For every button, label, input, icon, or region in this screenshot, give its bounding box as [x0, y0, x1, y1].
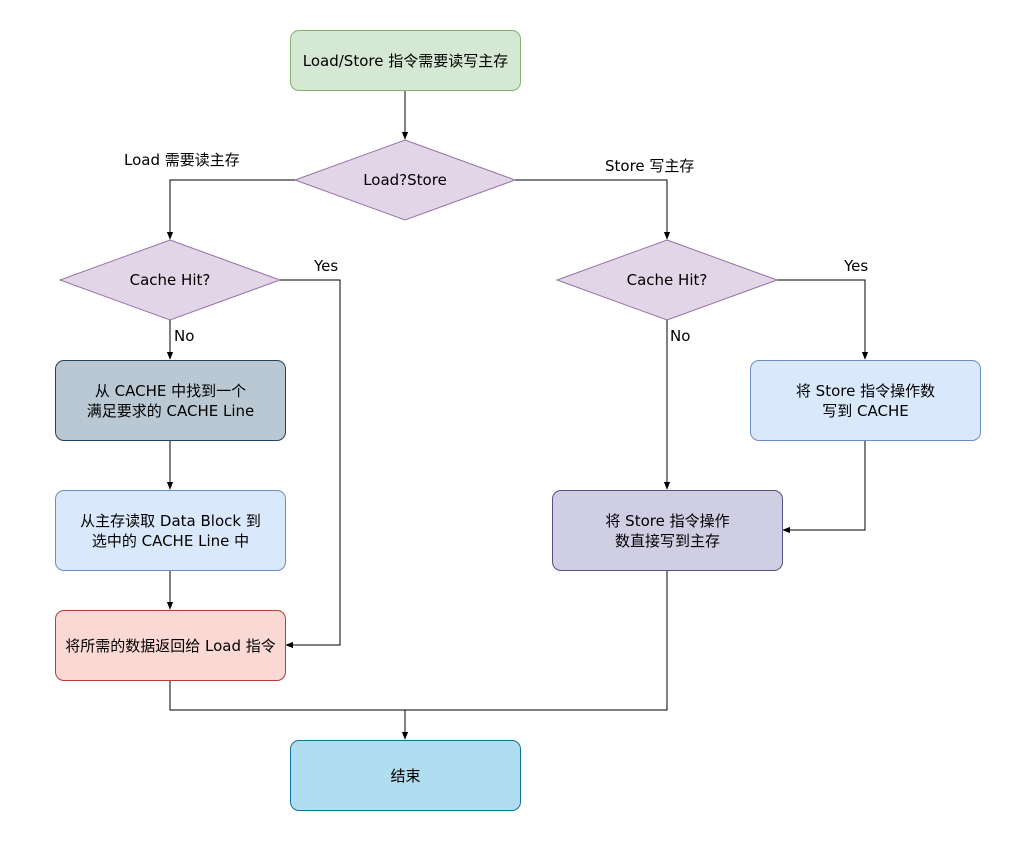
end-node: 结束: [290, 740, 521, 811]
store-to-memory-node: 将 Store 指令操作 数直接写到主存: [552, 490, 783, 571]
load-no-label: No: [174, 327, 195, 345]
store-to-cache-node: 将 Store 指令操作数 写到 CACHE: [750, 360, 981, 441]
edge-return-to-end: [169, 681, 409, 740]
edge-memory-to-end: [405, 571, 668, 711]
load-branch-label: Load 需要读主存: [124, 151, 240, 169]
decision-type-shape: [293, 139, 517, 221]
read-data-block-node: 从主存读取 Data Block 到 选中的 CACHE Line 中: [55, 490, 286, 571]
edge-load-yes: [280, 279, 341, 649]
decision-load-hit-label: Cache Hit?: [129, 271, 211, 289]
find-cache-line-node: 从 CACHE 中找到一个 满足要求的 CACHE Line: [55, 360, 286, 441]
load-yes-label: Yes: [314, 257, 339, 275]
edge-cache-to-memory: [782, 441, 866, 534]
start-node: Load/Store 指令需要读写主存: [290, 30, 521, 91]
decision-type-label: Load?Store: [363, 171, 447, 189]
store-branch-label: Store 写主存: [605, 157, 695, 175]
store-yes-label: Yes: [844, 257, 869, 275]
edge-type-to-load: [166, 179, 295, 240]
return-data-node: 将所需的数据返回给 Load 指令: [55, 610, 286, 681]
edge-store-yes: [777, 279, 869, 360]
store-no-label: No: [670, 327, 691, 345]
edge-type-to-store: [515, 179, 671, 240]
decision-store-hit-label: Cache Hit?: [626, 271, 708, 289]
